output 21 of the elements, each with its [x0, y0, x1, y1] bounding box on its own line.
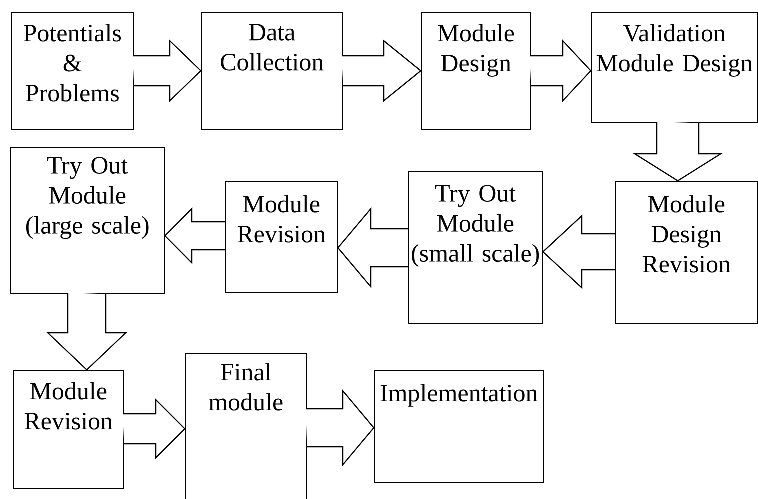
block-arrow — [632, 121, 724, 182]
block-arrow — [542, 214, 616, 290]
block-arrow — [529, 39, 592, 103]
block-arrow — [46, 292, 128, 371]
process-box: Implementation — [374, 370, 544, 484]
process-box: Data Collection — [201, 12, 344, 130]
process-box: Validation Module Design — [591, 12, 758, 124]
process-box: Module Design — [421, 12, 532, 130]
process-box: Module Revision — [13, 370, 124, 490]
process-box: Final module — [185, 353, 308, 499]
process-box: Module Revision — [225, 181, 338, 294]
process-box: Try Out Module (large scale) — [10, 147, 166, 294]
process-box: Module Design Revision — [615, 181, 758, 324]
block-arrow — [305, 389, 375, 467]
block-arrow — [122, 398, 186, 460]
block-arrow — [132, 40, 202, 102]
block-arrow — [341, 40, 422, 102]
block-arrow — [337, 207, 409, 289]
process-box: Potentials & Problems — [11, 12, 134, 130]
process-box: Try Out Module (small scale) — [408, 171, 544, 324]
block-arrow — [164, 208, 226, 264]
